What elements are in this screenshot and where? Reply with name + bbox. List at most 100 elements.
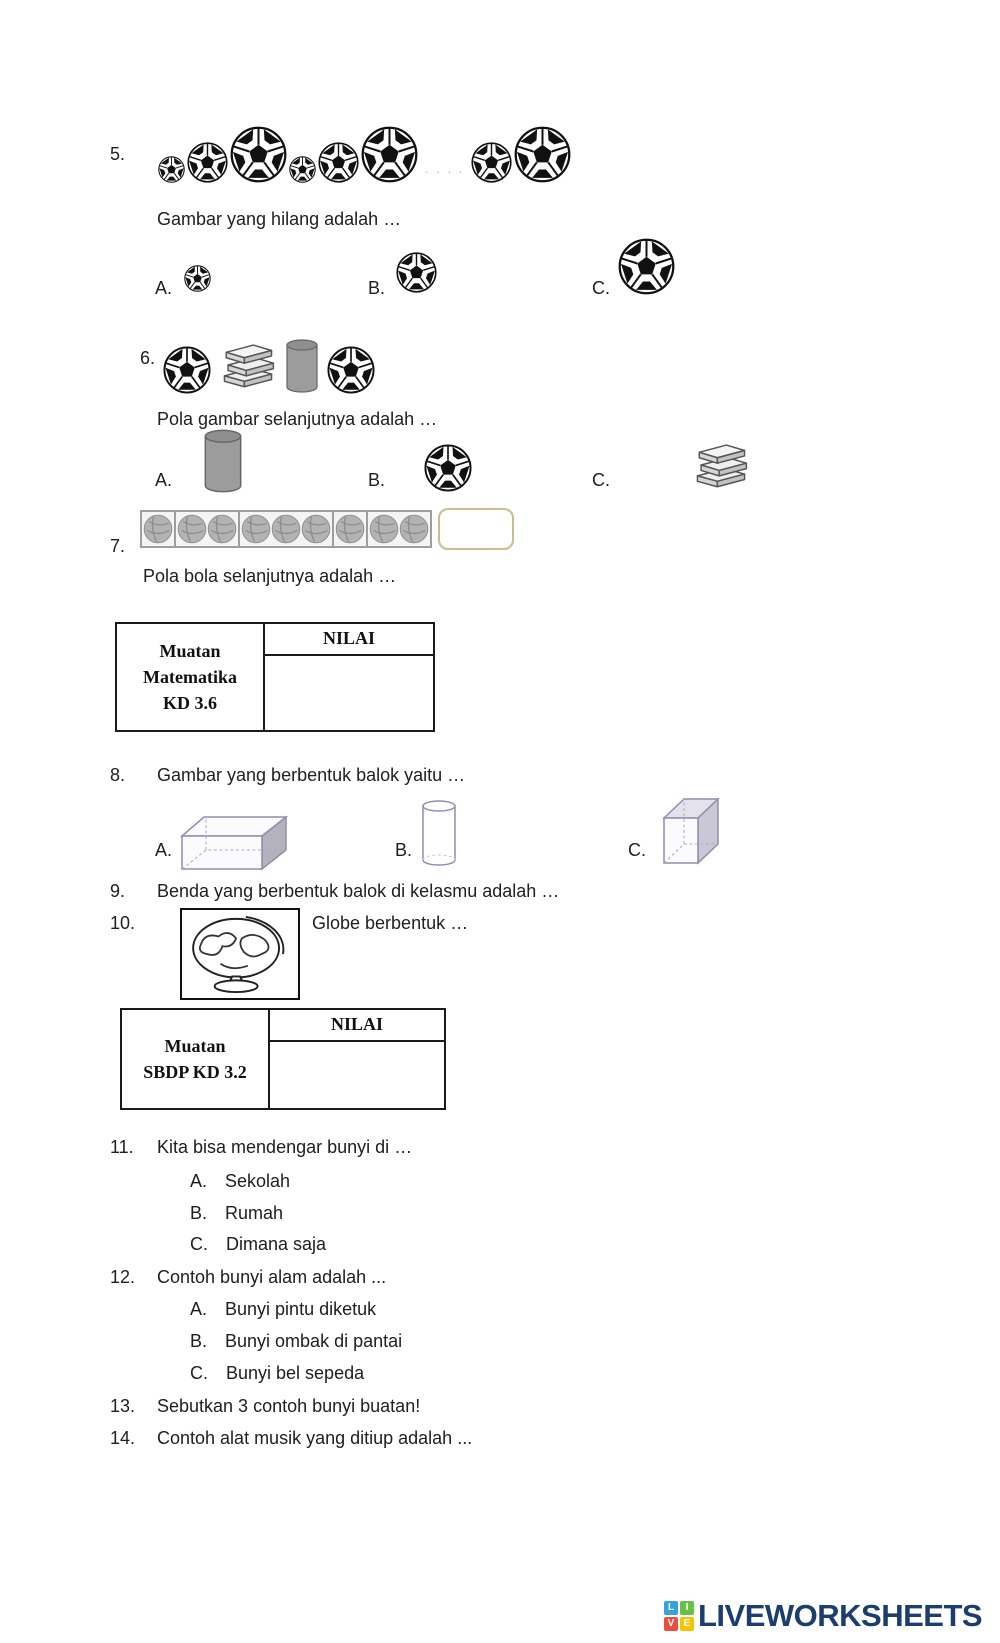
q8-option-a-label[interactable]: A.: [155, 840, 173, 860]
subject-line: Muatan: [164, 1035, 226, 1056]
soccer-ball-medium-icon: [187, 142, 228, 183]
score-table-sbdp-header: NILAI: [270, 1010, 444, 1042]
q8-option-c-label[interactable]: C.: [628, 840, 646, 860]
option-label: C.: [190, 1234, 208, 1254]
q11-prompt: Kita bisa mendengar bunyi di …: [157, 1137, 413, 1157]
liveworksheets-grid-icon: L I V E: [664, 1601, 694, 1631]
option-text: Bunyi ombak di pantai: [225, 1331, 403, 1351]
q5-option-a-soccer-ball-small-icon[interactable]: [184, 265, 211, 292]
score-table-math-subject: Muatan Matematika KD 3.6: [117, 624, 265, 730]
q11-option-a[interactable]: A. Sekolah: [190, 1171, 290, 1192]
option-label: A.: [190, 1299, 208, 1319]
q7-pattern-row: [140, 508, 514, 550]
logo-letter-i: I: [680, 1601, 694, 1615]
missing-item-dots: . . . .: [425, 161, 465, 176]
option-label: B.: [190, 1203, 208, 1223]
q5-option-c-soccer-ball-large-icon[interactable]: [618, 238, 675, 295]
books-stack-icon: [219, 336, 277, 394]
soccer-ball-large-icon: [361, 126, 418, 183]
q8-option-a-cuboid-icon[interactable]: [180, 810, 288, 872]
score-table-math: Muatan Matematika KD 3.6 NILAI: [115, 622, 435, 732]
q7-prompt: Pola bola selanjutnya adalah …: [143, 566, 397, 586]
option-text: Bunyi bel sepeda: [226, 1363, 365, 1383]
score-table-sbdp-value[interactable]: [270, 1042, 444, 1108]
soccer-ball-large-icon: [230, 126, 287, 183]
q8-option-c-cube-icon[interactable]: [660, 794, 720, 868]
logo-letter-l: L: [664, 1601, 678, 1615]
yarn-ball-icon: [271, 514, 301, 544]
q8-prompt: Gambar yang berbentuk balok yaitu …: [157, 765, 466, 785]
subject-line: Matematika: [143, 666, 237, 687]
logo-letter-e: E: [680, 1617, 694, 1631]
q5-pattern-row: . . . .: [158, 126, 571, 183]
q6-option-c-books-stack-icon[interactable]: [692, 436, 750, 494]
brand-name: LIVEWORKSHEETS: [698, 1598, 983, 1633]
option-label: A.: [190, 1171, 208, 1191]
score-table-math-value[interactable]: [265, 656, 433, 730]
yarn-ball-icon: [143, 514, 173, 544]
q10-number: 10.: [110, 913, 136, 933]
q6-option-a-label[interactable]: A.: [155, 470, 173, 490]
q12-prompt: Contoh bunyi alam adalah ...: [157, 1267, 387, 1287]
q6-number: 6.: [140, 348, 156, 368]
q5-option-b-soccer-ball-medium-icon[interactable]: [396, 252, 437, 293]
soccer-ball-icon: [163, 346, 211, 394]
q5-option-a-label[interactable]: A.: [155, 278, 173, 298]
q5-number: 5.: [110, 144, 126, 164]
soccer-ball-medium-icon: [318, 142, 359, 183]
option-text: Sekolah: [225, 1171, 291, 1191]
score-table-math-header: NILAI: [265, 624, 433, 656]
option-text: Dimana saja: [226, 1234, 327, 1254]
soccer-ball-small-icon: [158, 156, 185, 183]
q8-option-b-cylinder-icon[interactable]: [420, 798, 458, 868]
q9-number: 9.: [110, 881, 126, 901]
q12-option-b[interactable]: B. Bunyi ombak di pantai: [190, 1331, 402, 1352]
yarn-ball-icon: [177, 514, 207, 544]
score-table-sbdp: Muatan SBDP KD 3.2 NILAI: [120, 1008, 446, 1110]
globe-image-box: [180, 908, 300, 1000]
q6-option-b-label[interactable]: B.: [368, 470, 386, 490]
score-table-sbdp-subject: Muatan SBDP KD 3.2: [122, 1010, 270, 1108]
ball-group-box: [238, 510, 334, 548]
q8-number: 8.: [110, 765, 126, 785]
q5-prompt: Gambar yang hilang adalah …: [157, 209, 402, 229]
soccer-ball-small-icon: [289, 156, 316, 183]
q14-prompt: Contoh alat musik yang ditiup adalah ...: [157, 1428, 473, 1448]
q6-option-b-soccer-ball-icon[interactable]: [424, 444, 472, 492]
q11-option-b[interactable]: B. Rumah: [190, 1203, 283, 1224]
option-label: B.: [190, 1331, 208, 1351]
option-label: C.: [190, 1363, 208, 1383]
soccer-ball-medium-icon: [471, 142, 512, 183]
yarn-ball-icon: [335, 514, 365, 544]
yarn-ball-icon: [399, 514, 429, 544]
subject-line: KD 3.6: [163, 693, 217, 714]
ball-group-box: [332, 510, 368, 548]
q10-prompt: Globe berbentuk …: [312, 913, 469, 933]
yarn-ball-icon: [301, 514, 331, 544]
q12-number: 12.: [110, 1267, 136, 1287]
q11-option-c[interactable]: C. Dimana saja: [190, 1234, 326, 1255]
ball-group-box: [174, 510, 240, 548]
subject-line: SBDP KD 3.2: [143, 1062, 247, 1082]
q6-option-c-label[interactable]: C.: [592, 470, 610, 490]
q6-option-a-cylinder-icon[interactable]: [200, 428, 246, 494]
q14-number: 14.: [110, 1428, 136, 1448]
q11-number: 11.: [110, 1137, 134, 1157]
subject-line: Muatan: [159, 640, 221, 661]
q7-number: 7.: [110, 536, 126, 556]
q8-option-b-label[interactable]: B.: [395, 840, 413, 860]
yarn-ball-icon: [369, 514, 399, 544]
q6-pattern-row: [163, 336, 375, 394]
yarn-ball-icon: [207, 514, 237, 544]
q7-answer-box[interactable]: [438, 508, 514, 550]
q12-option-a[interactable]: A. Bunyi pintu diketuk: [190, 1299, 376, 1320]
q6-prompt: Pola gambar selanjutnya adalah …: [157, 409, 438, 429]
logo-letter-v: V: [664, 1617, 678, 1631]
q5-option-b-label[interactable]: B.: [368, 278, 386, 298]
option-text: Rumah: [225, 1203, 284, 1223]
liveworksheets-logo: L I V E LIVEWORKSHEETS: [664, 1598, 983, 1634]
q12-option-c[interactable]: C. Bunyi bel sepeda: [190, 1363, 364, 1384]
q5-option-c-label[interactable]: C.: [592, 278, 610, 298]
globe-icon: [185, 913, 295, 995]
q13-number: 13.: [110, 1396, 136, 1416]
